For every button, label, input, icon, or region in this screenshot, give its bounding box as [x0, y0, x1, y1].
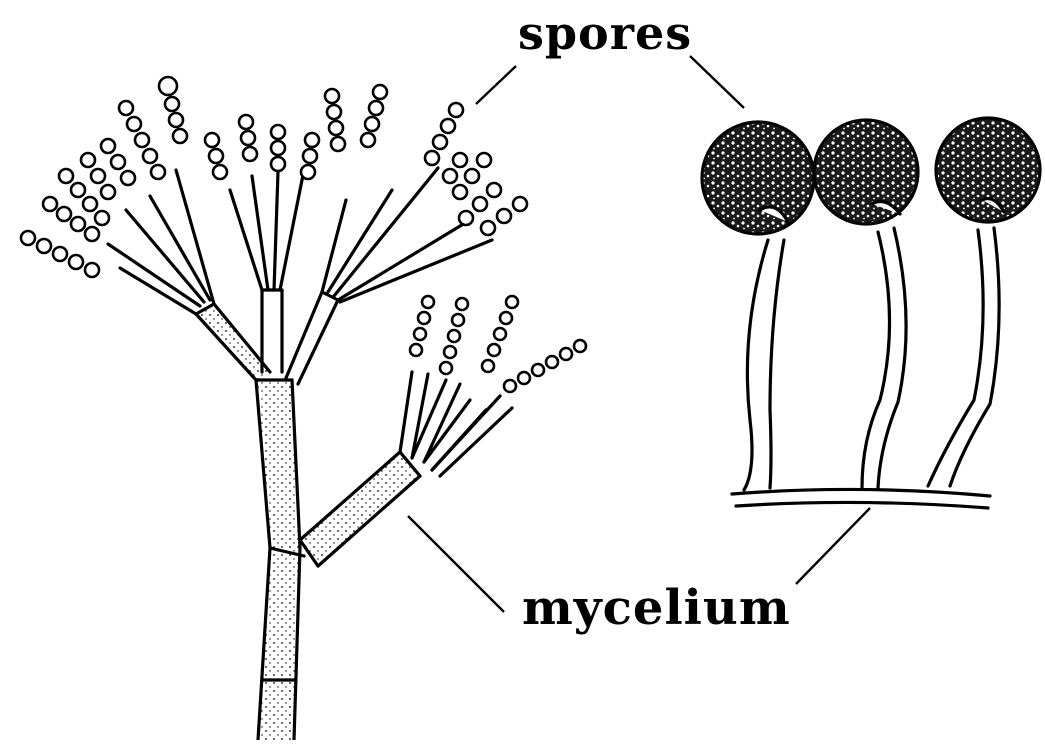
mycelium-label: mycelium: [522, 580, 791, 636]
penicillium-conidiophore: [21, 77, 586, 740]
spores-leader-left: [476, 66, 516, 104]
spore-chains: [21, 77, 586, 392]
main-stalk: [256, 380, 304, 740]
sporangia-group: [702, 118, 1040, 508]
mycelium-base: [732, 489, 990, 508]
sporangiophore-1: [702, 122, 814, 490]
mycelium-leader-left: [408, 516, 504, 612]
spores-label: spores: [518, 6, 692, 60]
mycelium-leader-right: [796, 508, 870, 584]
spores-leader-right: [690, 56, 744, 108]
sporangiophore-3: [928, 118, 1040, 486]
lower-branch: [300, 372, 512, 566]
upper-branches: [108, 168, 492, 384]
sporangiophore-2: [814, 120, 918, 488]
